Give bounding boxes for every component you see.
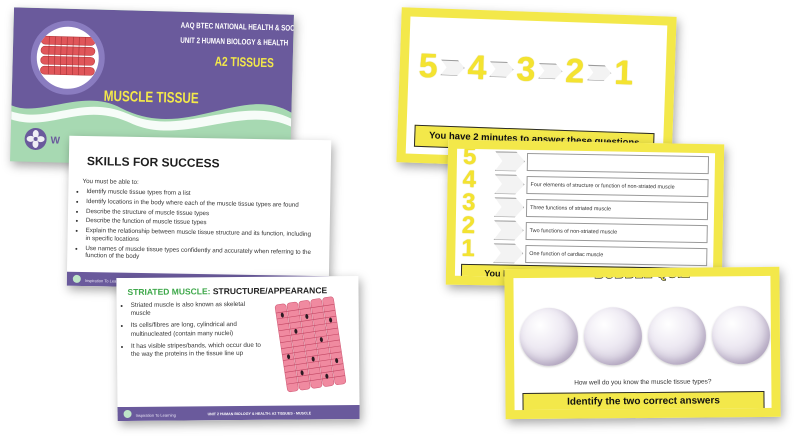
striated-muscle-image bbox=[274, 296, 347, 393]
task-row-text: One function of cardiac muscle bbox=[525, 244, 708, 266]
task-rows: Four elements of structure or function o… bbox=[493, 149, 710, 268]
footer-logo-icon bbox=[72, 274, 81, 283]
quiz-bar: Identify the two correct answers bbox=[522, 390, 765, 413]
task-row-text bbox=[526, 152, 710, 174]
chevron-right-icon bbox=[538, 63, 563, 80]
striated-title-black: STRUCTURE/APPEARANCE bbox=[210, 285, 328, 297]
task-numbers: 5 4 3 2 1 bbox=[461, 142, 477, 263]
answer-bubble[interactable] bbox=[647, 306, 707, 365]
bubble-quiz-slide[interactable]: BUBBLE QUIZ How well do you know the mus… bbox=[504, 266, 781, 420]
answer-bubble[interactable] bbox=[519, 307, 579, 367]
skills-title: SKILLS FOR SUCCESS bbox=[86, 154, 220, 171]
footer-logo-icon bbox=[123, 409, 132, 419]
task-number: 3 bbox=[461, 188, 476, 217]
chevron-right-icon bbox=[494, 197, 524, 218]
countdown-number: 5 bbox=[418, 46, 439, 86]
countdown-number: 3 bbox=[515, 50, 537, 89]
countdown-number: 4 bbox=[466, 48, 488, 88]
striated-title: STRIATED MUSCLE: STRUCTURE/APPEARANCE bbox=[127, 285, 327, 297]
answer-bubble[interactable] bbox=[711, 305, 771, 365]
title-slide[interactable]: AAQ BTEC NATIONAL HEALTH & SOCIAL CARE U… bbox=[10, 7, 294, 169]
task-row-text: Four elements of structure or function o… bbox=[526, 175, 709, 197]
task-number: 4 bbox=[462, 165, 477, 194]
quiz-question: How well do you know the muscle tissue t… bbox=[574, 378, 712, 387]
countdown-number: 1 bbox=[613, 53, 634, 93]
striated-item: Striated muscle is also known as skeleta… bbox=[131, 301, 265, 319]
skills-intro: You must be able to: bbox=[82, 177, 139, 186]
skills-list: Identify muscle tissue types from a list… bbox=[75, 188, 312, 266]
muscle-fibre-illustration bbox=[40, 35, 96, 76]
chevron-right-icon bbox=[440, 59, 465, 76]
striated-item: It has visible stripes/bands, which occu… bbox=[131, 341, 265, 359]
task-row-text: Three functions of striated muscle bbox=[525, 198, 709, 220]
footer-brand: Inspiration To Learning bbox=[135, 412, 177, 418]
striated-item: Its cells/fibres are long, cylindrical a… bbox=[131, 321, 265, 339]
task-number: 5 bbox=[462, 142, 477, 171]
striated-list: Striated muscle is also known as skeleta… bbox=[121, 301, 266, 361]
brand-logo-icon bbox=[24, 127, 47, 151]
chevron-right-icon bbox=[494, 174, 524, 195]
quiz-title: BUBBLE QUIZ bbox=[593, 266, 690, 282]
brand-text: W bbox=[50, 135, 61, 147]
chevron-right-icon bbox=[495, 151, 525, 172]
skills-item: Explain the relationship between muscle … bbox=[85, 227, 311, 246]
countdown-number: 2 bbox=[564, 52, 586, 91]
striated-muscle-slide[interactable]: STRIATED MUSCLE: STRUCTURE/APPEARANCE St… bbox=[116, 275, 360, 422]
answer-bubble[interactable] bbox=[583, 307, 643, 366]
chevron-right-icon bbox=[489, 61, 514, 78]
skills-item: Use names of muscle tissue types confide… bbox=[85, 245, 311, 264]
countdown-row: 5 4 3 2 1 bbox=[418, 47, 634, 93]
muscle-tissue-image bbox=[29, 19, 106, 96]
task-number: 1 bbox=[461, 234, 475, 263]
title-slide-subtitle: A2 TISSUES bbox=[214, 53, 275, 71]
chevron-right-icon bbox=[587, 64, 612, 81]
skills-slide[interactable]: SKILLS FOR SUCCESS You must be able to: … bbox=[66, 135, 332, 291]
footer-unit-text: UNIT 2 HUMAN BIOLOGY & HEALTH: A2 TISSUE… bbox=[207, 411, 312, 417]
task-number: 2 bbox=[461, 211, 476, 240]
chevron-right-icon bbox=[493, 243, 523, 264]
chevron-right-icon bbox=[494, 220, 524, 241]
striated-title-green: STRIATED MUSCLE: bbox=[127, 286, 211, 297]
striated-footer: Inspiration To Learning UNIT 2 HUMAN BIO… bbox=[117, 404, 360, 422]
title-slide-title: MUSCLE TISSUE bbox=[103, 87, 199, 108]
task-row-text: Two functions of non-striated muscle bbox=[525, 221, 708, 243]
